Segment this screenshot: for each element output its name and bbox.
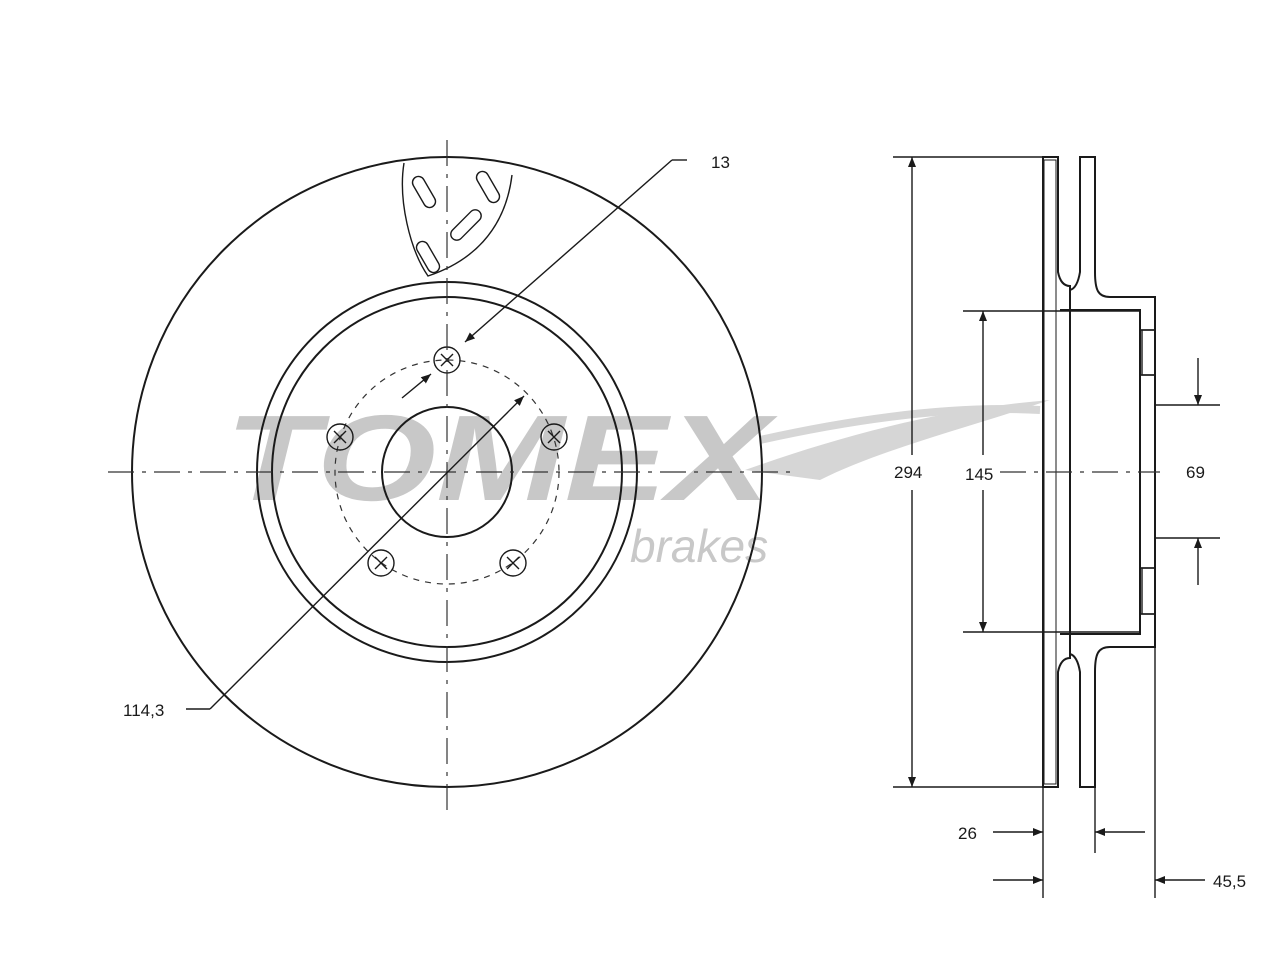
dim-bolt-hole: 13	[711, 153, 730, 172]
bolt-hole-dimension: 13	[401, 153, 730, 399]
outer-diameter-dimension: 294	[893, 156, 1058, 788]
dim-thickness: 26	[958, 824, 977, 843]
dim-hub-diameter: 145	[965, 465, 993, 484]
dim-bolt-circle: 114,3	[123, 701, 164, 720]
dim-height: 45,5	[1213, 872, 1246, 891]
dim-outer-diameter: 294	[894, 463, 922, 482]
dim-center-bore: 69	[1186, 463, 1205, 482]
bolt-holes	[326, 346, 568, 577]
vent-detail	[401, 162, 513, 277]
watermark-logo: TOMEX brakes	[225, 390, 1050, 572]
center-bore-dimension: 69	[1155, 358, 1220, 585]
front-view: 13 114,3	[108, 140, 795, 815]
watermark-brand: TOMEX	[225, 390, 778, 526]
hub-diameter-dimension: 145	[963, 310, 1140, 633]
bolt-circle-dimension: 114,3	[123, 395, 525, 720]
side-view: 294 145 69 26	[893, 156, 1246, 898]
watermark-sub: brakes	[630, 520, 768, 572]
height-dimension: 45,5	[993, 647, 1246, 898]
thickness-dimension: 26	[958, 787, 1145, 898]
